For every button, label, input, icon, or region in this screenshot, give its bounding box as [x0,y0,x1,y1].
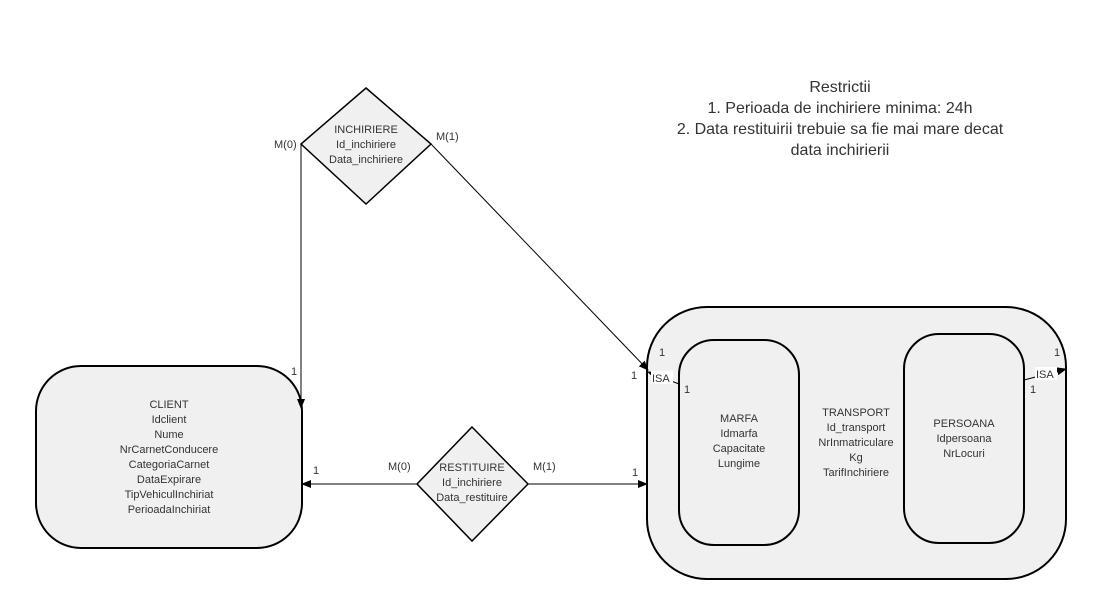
client-attr: Idclient [152,414,187,426]
transport-attr: Id_transport [827,422,886,434]
client-attr: CategoriaCarnet [129,459,210,471]
inchiriere-attr: Data_inchiriere [329,154,403,166]
isa-label-bg [1035,367,1057,380]
isa-marfa-card-parent: 1 [659,347,665,359]
restrictions-title: Restrictii [809,79,871,96]
client-attr: Nume [154,429,183,441]
marfa-attr: Idmarfa [720,428,758,440]
entity-transport-name: TRANSPORT [822,407,890,419]
relationship-inchiriere[interactable]: INCHIRIERE Id_inchiriere Data_inchiriere [299,87,433,206]
card-inchiriere-client: M(0) [274,139,297,151]
isa-label-marfa: ISA [652,373,670,385]
restriction-line: 2. Data restituirii trebuie sa fie mai m… [676,121,1004,138]
persoana-attr: Idpersoana [936,433,992,445]
marfa-attr: Lungime [718,458,760,470]
transport-attr: NrInmatriculare [818,437,893,449]
transport-attr: Kg [849,452,862,464]
isa-label-persoana: ISA [1036,369,1054,381]
persoana-attr: NrLocuri [943,448,985,460]
restriction-line: data inchirierii [790,142,890,159]
marfa-attr: Capacitate [713,443,766,455]
end-inchiriere-client: 1 [291,366,297,378]
end-restituire-client: 1 [313,465,319,477]
isa-persoana-card-parent: 1 [1054,347,1060,359]
connector-inchiriere-transport[interactable] [430,143,649,371]
card-restituire-transport: M(1) [533,461,556,473]
client-attr: PerioadaInchiriat [128,504,211,516]
isa-persoana-card-child: 1 [1030,384,1036,396]
client-attr: TipVehiculInchiriat [125,489,214,501]
restituire-attr: Data_restituire [436,492,508,504]
isa-marfa-card-child: 1 [684,384,690,396]
card-restituire-client: M(0) [388,461,411,473]
entity-persoana-name: PERSOANA [933,418,995,430]
restituire-attr: Id_inchiriere [442,477,502,489]
entity-client-name: CLIENT [149,399,188,411]
card-inchiriere-transport: M(1) [436,131,459,143]
restriction-line: 1. Perioada de inchiriere minima: 24h [707,100,973,117]
isa-label-bg [651,371,673,384]
client-attr: NrCarnetConducere [120,444,218,456]
transport-attr: TarifInchiriere [823,467,889,479]
end-inchiriere-transport: 1 [631,370,637,382]
end-restituire-transport: 1 [632,467,638,479]
entity-marfa-name: MARFA [720,413,759,425]
entity-persoana[interactable]: PERSOANA Idpersoana NrLocuri [903,333,1025,544]
entity-marfa[interactable]: MARFA Idmarfa Capacitate Lungime [678,339,800,546]
restrictions-note: Restrictii 1. Perioada de inchiriere min… [620,77,1060,161]
entity-client[interactable]: CLIENT Idclient Nume NrCarnetConducere C… [35,365,303,549]
client-attr: DataExpirare [137,474,201,486]
inchiriere-attr: Id_inchiriere [336,139,396,151]
relationship-inchiriere-name: INCHIRIERE [334,124,398,136]
relationship-restituire-name: RESTITUIRE [439,462,504,474]
relationship-restituire[interactable]: RESTITUIRE Id_inchiriere Data_restituire [415,425,530,543]
